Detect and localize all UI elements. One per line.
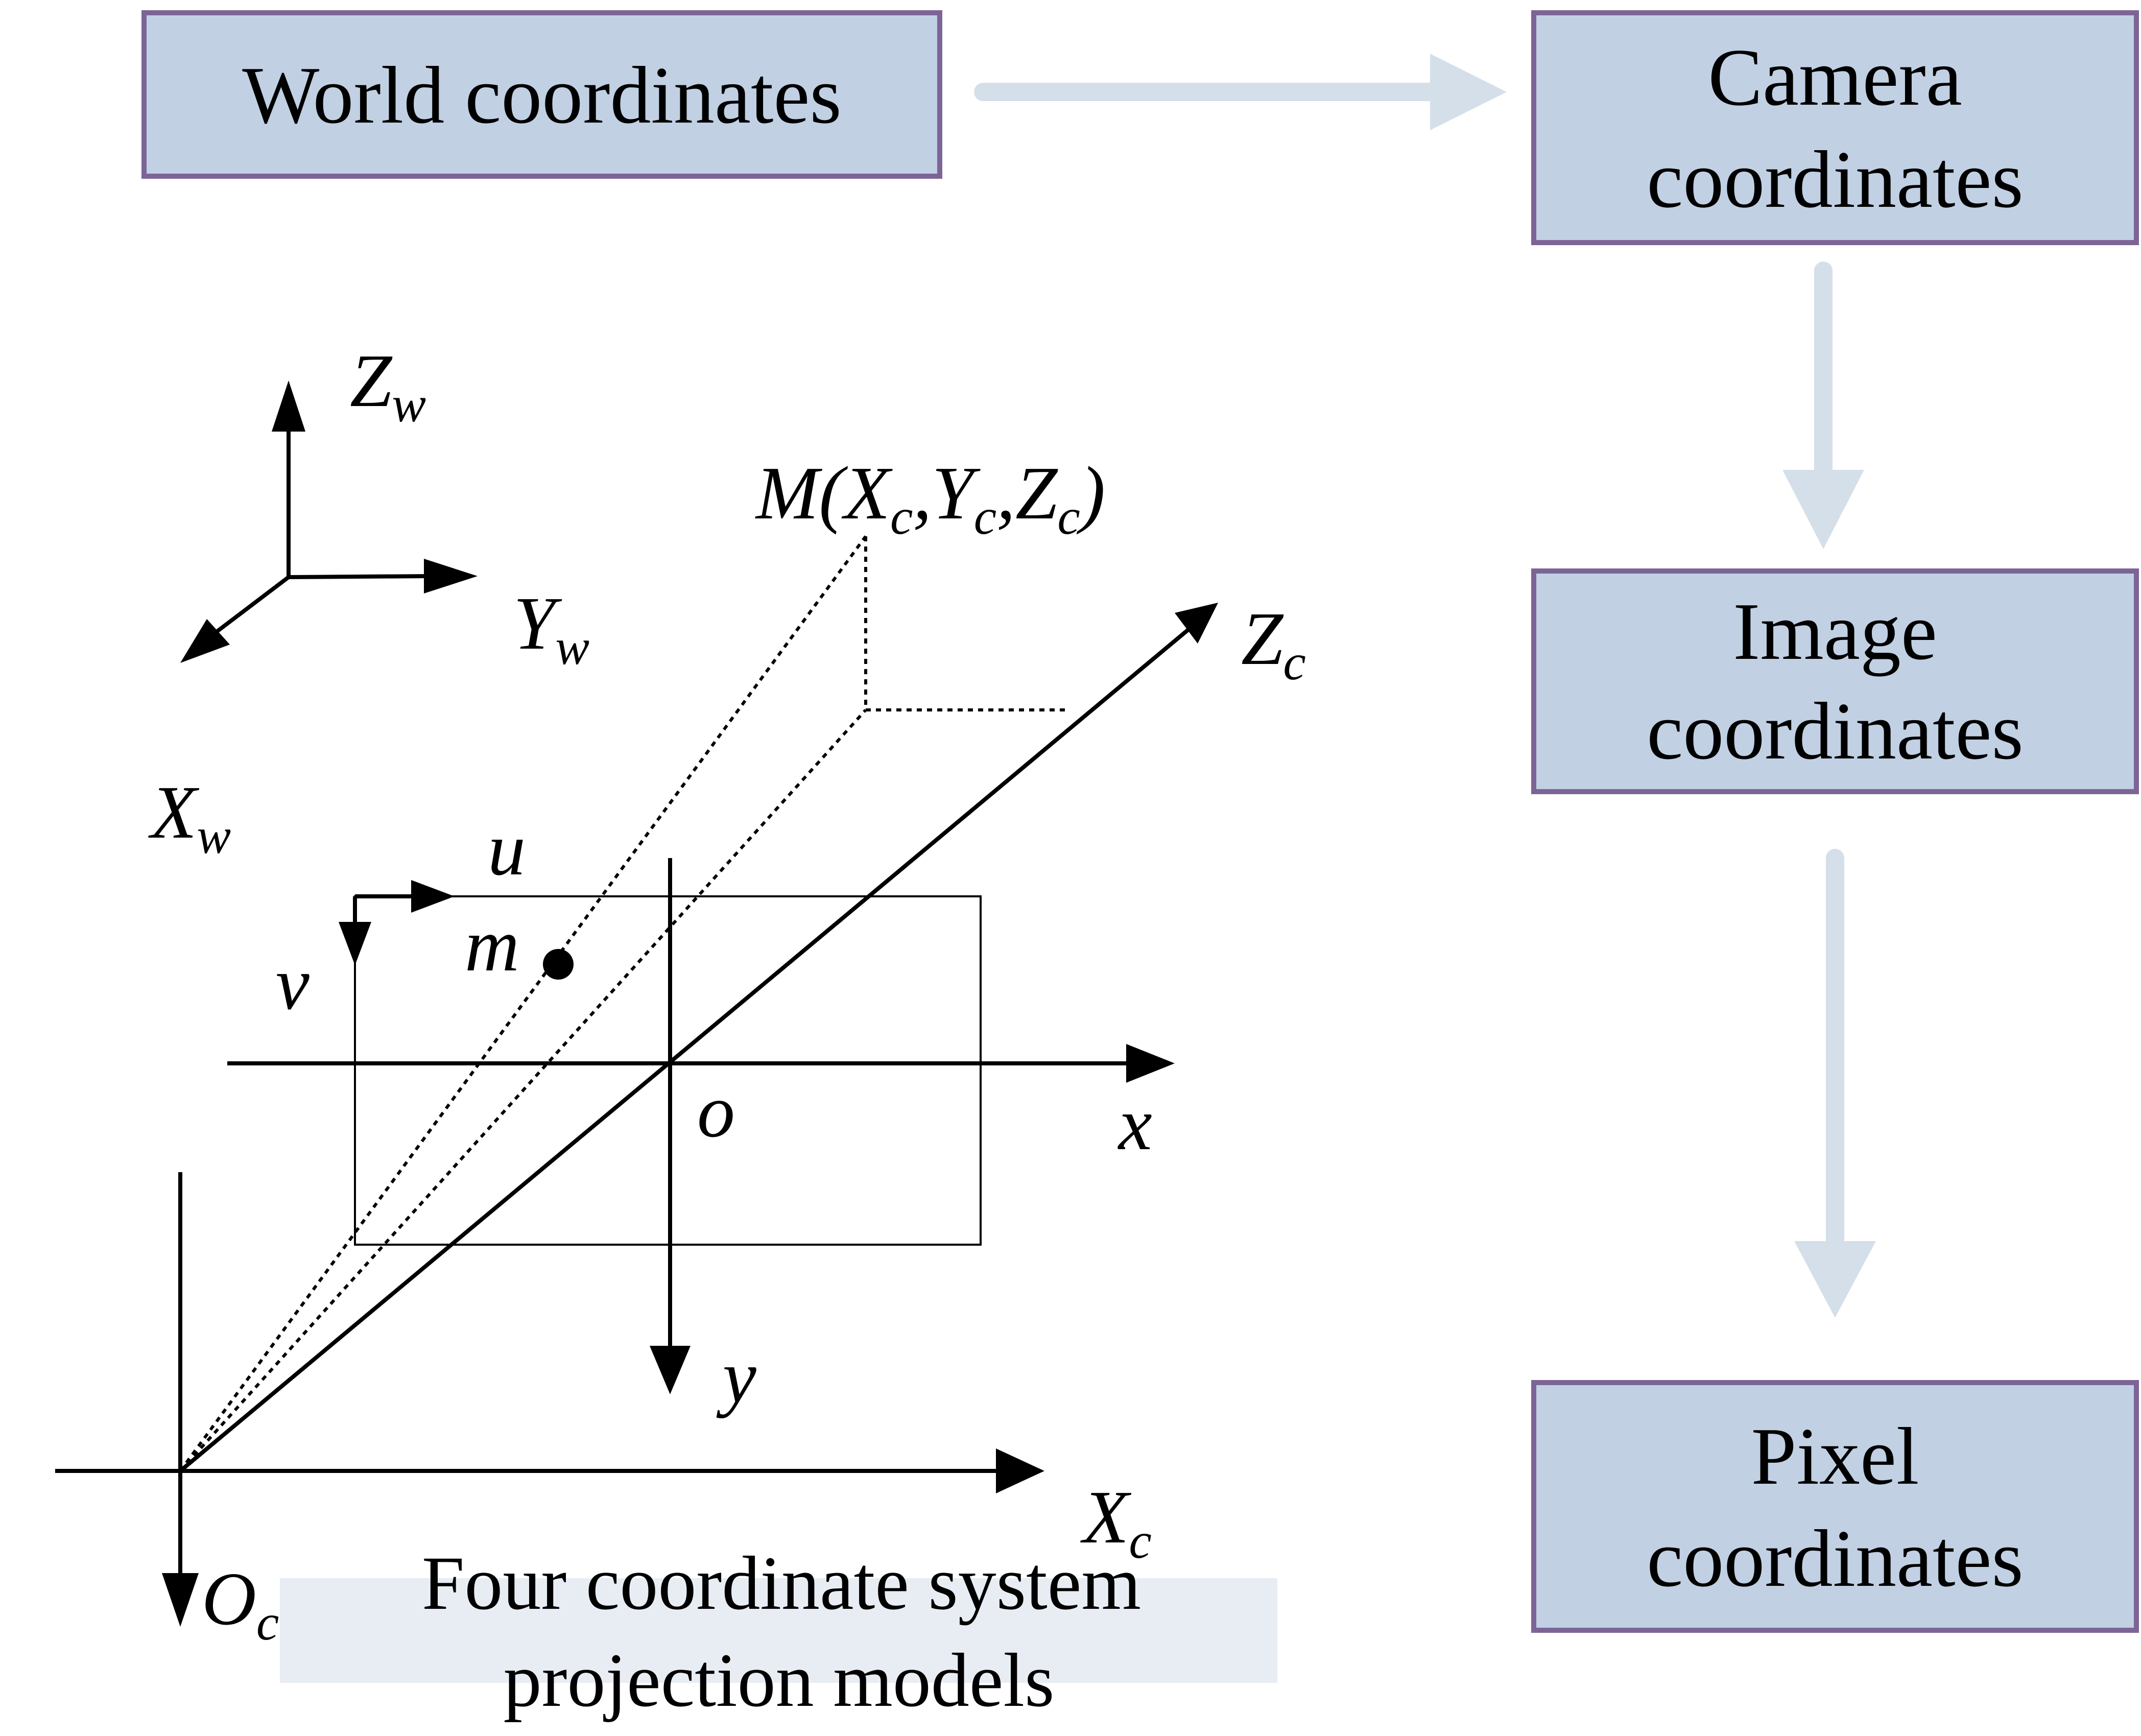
caption-line2: projection models [504, 1638, 1055, 1723]
point-M-label: M(Xc,Yc,Zc) [755, 451, 1105, 545]
camera-x-arrowhead [996, 1448, 1044, 1493]
image-coordinates-label-line1: Image [1733, 586, 1937, 677]
image-axes [227, 858, 1175, 1394]
flow-arrow-camera-to-image [1782, 261, 1864, 549]
camera-coordinates-box: Camera coordinates [1531, 10, 2139, 245]
pixel-coordinates-label-line1: Pixel [1751, 1411, 1919, 1502]
world-y-arrowhead [424, 559, 478, 593]
projection-lines [179, 535, 1065, 1472]
image-coordinates-box: Image coordinates [1531, 568, 2139, 794]
world-coordinates-box: World coordinates [141, 10, 942, 179]
camera-x-label: Xc [1080, 1476, 1152, 1569]
pixel-u-label: u [488, 807, 526, 891]
pixel-coordinates-box: Pixel coordinates [1531, 1380, 2139, 1633]
image-point-m [543, 949, 574, 980]
world-x-label: Xw [148, 771, 231, 864]
caption-band [280, 1578, 1277, 1683]
camera-origin-label: Oc [202, 1557, 279, 1651]
pixel-v-arrowhead [339, 922, 371, 965]
camera-z-arrowhead [1175, 603, 1218, 644]
pixel-v-label: v [276, 942, 310, 1026]
world-axes [180, 381, 478, 663]
point-m-label: m [465, 903, 519, 987]
camera-z-label: Zc [1241, 597, 1306, 691]
pixel-axes [339, 880, 455, 965]
camera-vertical-arrowhead [162, 1573, 199, 1627]
flow-arrow-world-to-camera [974, 54, 1507, 130]
image-y-arrowhead [650, 1346, 691, 1394]
image-origin-label: o [697, 1069, 735, 1153]
world-z-label: Zw [350, 339, 426, 433]
pixel-u-arrowhead [411, 880, 455, 913]
image-x-label: x [1117, 1082, 1152, 1166]
world-coordinates-label: World coordinates [242, 50, 841, 140]
caption-line1: Four coordinate system [422, 1541, 1141, 1626]
camera-axes [55, 603, 1218, 1627]
image-x-arrowhead [1126, 1044, 1175, 1083]
image-coordinates-label-line2: coordinates [1647, 685, 2024, 776]
flow-arrow-image-to-pixel [1794, 849, 1876, 1318]
pixel-coordinates-label-line2: coordinates [1647, 1513, 2024, 1604]
world-y-label: Yw [513, 582, 589, 675]
camera-coordinates-label-line1: Camera [1708, 32, 1962, 123]
world-x-arrowhead [180, 619, 230, 663]
camera-coordinates-label-line2: coordinates [1647, 134, 2024, 225]
image-plane [354, 895, 982, 1246]
world-z-arrowhead [272, 381, 305, 432]
image-y-label: y [716, 1335, 756, 1419]
